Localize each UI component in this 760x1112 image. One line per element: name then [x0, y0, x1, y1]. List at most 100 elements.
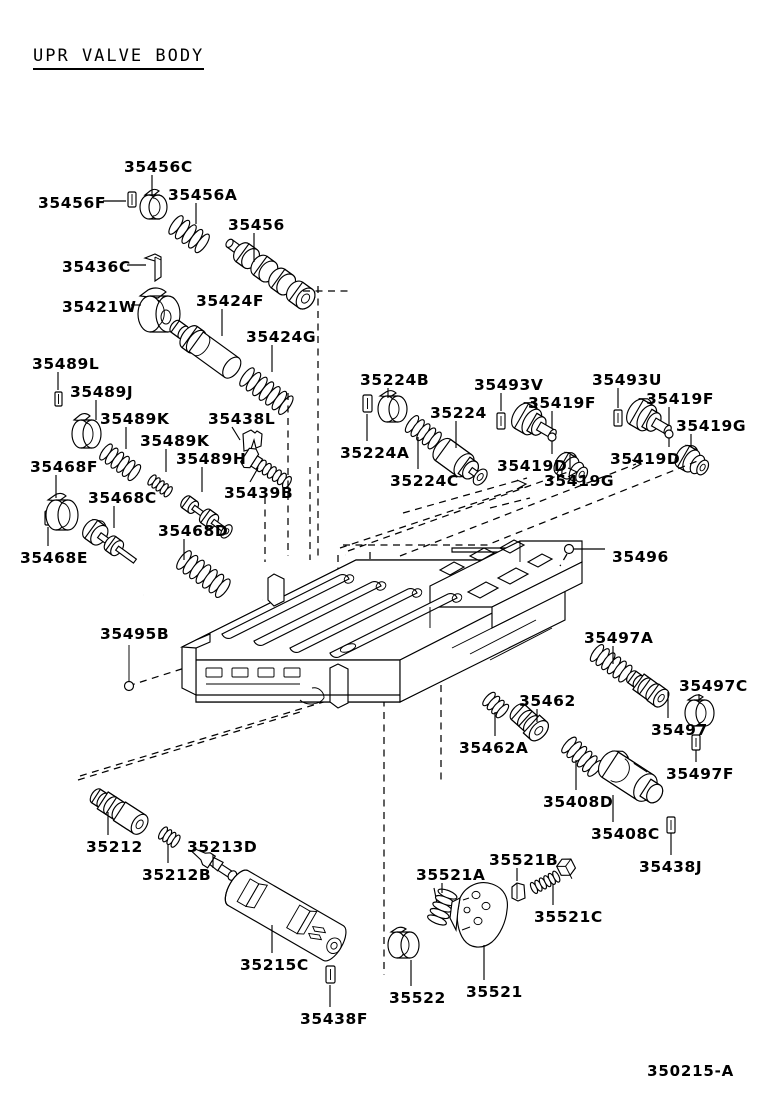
valve-body-casting	[179, 539, 583, 709]
part-35468F	[45, 492, 79, 531]
part-35522	[387, 926, 420, 959]
part-35408D	[561, 736, 603, 777]
part-35456F	[127, 191, 137, 208]
assembly-guide-lines	[79, 286, 701, 975]
part-group-35456	[127, 188, 316, 310]
part-35495B	[123, 645, 135, 692]
part-35489K-2	[147, 474, 173, 498]
callout-35224b: 35224B	[360, 371, 430, 389]
part-35521B	[511, 882, 526, 902]
part-35438J	[666, 816, 676, 834]
callout-35489k2: 35489K	[140, 432, 210, 450]
part-35215C	[224, 869, 347, 962]
callout-35419g: 35419G	[544, 472, 615, 490]
part-35436C	[143, 253, 162, 283]
part-35419D-ring-2	[664, 429, 674, 439]
callout-35419d2: 35419D	[610, 450, 681, 468]
part-35456C	[139, 188, 168, 220]
assembly-arrow-lines	[77, 459, 643, 781]
callout-35456a: 35456A	[168, 186, 238, 204]
part-35489L	[54, 391, 63, 407]
callout-35521a: 35521A	[416, 866, 486, 884]
part-35468D	[176, 550, 231, 599]
part-35439B	[239, 447, 292, 489]
callout-35438j: 35438J	[639, 858, 703, 876]
callout-35224: 35224	[430, 404, 487, 422]
callout-35489h: 35489H	[176, 450, 247, 468]
part-35489K	[99, 443, 142, 482]
callout-35421w: 35421W	[62, 298, 137, 316]
callout-35424f: 35424F	[196, 292, 265, 310]
callout-35489l: 35489L	[32, 355, 100, 373]
part-35521	[449, 882, 508, 948]
drawing-number: 350215-A	[647, 1062, 734, 1080]
part-35489J	[71, 413, 102, 449]
part-35438F	[325, 965, 336, 984]
callout-35489j: 35489J	[70, 383, 134, 401]
callout-35213d: 35213D	[187, 838, 258, 856]
callout-35456c: 35456C	[124, 158, 193, 176]
callout-35438f: 35438F	[300, 1010, 369, 1028]
callout-35497a: 35497A	[584, 629, 654, 647]
callout-35489k: 35489K	[100, 410, 170, 428]
callout-35493v: 35493V	[474, 376, 544, 394]
part-35489H	[180, 495, 233, 539]
callout-35224a: 35224A	[340, 444, 410, 462]
callout-35436c: 35436C	[62, 258, 131, 276]
callout-35419g2: 35419G	[676, 417, 747, 435]
callout-35468e: 35468E	[20, 549, 89, 567]
part-35497	[626, 670, 670, 708]
part-35424G	[239, 367, 294, 415]
part-35408C	[597, 750, 664, 804]
callout-35462a: 35462A	[459, 739, 529, 757]
part-35224B	[377, 390, 408, 423]
part-35419F-2	[626, 398, 672, 436]
callout-35521: 35521	[466, 983, 523, 1001]
page-title: UPR VALVE BODY	[33, 48, 205, 70]
callout-35212: 35212	[86, 838, 143, 856]
callout-35419f: 35419F	[528, 394, 597, 412]
callout-35419f2: 35419F	[646, 390, 715, 408]
callout-35521c: 35521C	[534, 908, 603, 926]
callout-35468f: 35468F	[30, 458, 99, 476]
part-35212	[89, 788, 149, 835]
part-35419D-ring	[547, 432, 557, 442]
part-35224A	[362, 394, 373, 413]
callout-35224c: 35224C	[390, 472, 459, 490]
part-35438L	[242, 429, 263, 452]
part-35462A	[482, 691, 510, 719]
callout-35462: 35462	[519, 692, 576, 710]
callout-35493u: 35493U	[592, 371, 663, 389]
label-leader-lines	[47, 175, 700, 1007]
callout-35456f: 35456F	[38, 194, 107, 212]
part-35424F	[169, 319, 242, 379]
part-35493U	[613, 409, 623, 427]
part-35521C	[529, 858, 577, 895]
part-35224	[432, 437, 488, 486]
callout-35495b: 35495B	[100, 625, 170, 643]
part-35493V	[496, 412, 506, 430]
part-35224C	[404, 415, 442, 450]
callout-35438l: 35438L	[208, 410, 276, 428]
callout-35215c: 35215C	[240, 956, 309, 974]
callout-35468c: 35468C	[88, 489, 157, 507]
callout-35408c: 35408C	[591, 825, 660, 843]
callout-35212b: 35212B	[142, 866, 212, 884]
part-35521A	[427, 887, 458, 926]
callout-35419d: 35419D	[497, 457, 568, 475]
part-35496	[559, 543, 605, 567]
callout-35439b: 35439B	[224, 484, 294, 502]
callout-35408d: 35408D	[543, 793, 614, 811]
callout-35424g: 35424G	[246, 328, 317, 346]
callout-35468d: 35468D	[158, 522, 229, 540]
part-35456	[225, 238, 316, 310]
part-35212B	[157, 826, 181, 848]
callout-35522: 35522	[389, 989, 446, 1007]
callout-35497c: 35497C	[679, 677, 748, 695]
part-35468C	[82, 518, 138, 564]
callout-35497f: 35497F	[666, 765, 735, 783]
callout-35521b: 35521B	[489, 851, 559, 869]
callout-35497: 35497	[651, 721, 708, 739]
part-35456A	[168, 215, 210, 254]
